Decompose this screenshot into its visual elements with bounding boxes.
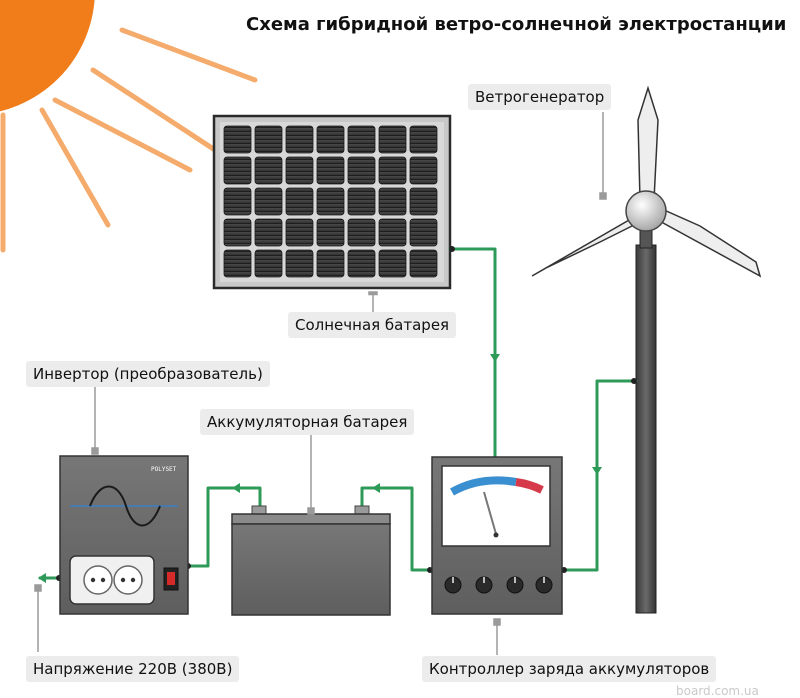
solar-cell	[316, 249, 345, 278]
solar-cell	[223, 156, 252, 185]
solar-cell	[254, 125, 283, 154]
solar-cell	[409, 125, 438, 154]
inverter: POLYSET	[59, 455, 189, 615]
solar-cell	[347, 218, 376, 247]
sun-icon	[0, 0, 258, 253]
solar-cell	[347, 125, 376, 154]
charge-controller-label: Контроллер заряда аккумуляторов	[422, 656, 717, 682]
solar-cell	[254, 218, 283, 247]
solar-cell	[285, 187, 314, 216]
solar-cell	[347, 156, 376, 185]
output-voltage-label: Напряжение 220В (380В)	[26, 656, 240, 682]
solar-cell	[409, 218, 438, 247]
battery	[231, 505, 391, 616]
power-socket-icon	[113, 565, 143, 595]
solar-cell	[316, 218, 345, 247]
inverter-brand: POLYSET	[151, 466, 177, 473]
solar-cell	[254, 187, 283, 216]
solar-cell	[378, 187, 407, 216]
solar-cell	[285, 125, 314, 154]
solar-cell	[378, 249, 407, 278]
solar-cell	[409, 187, 438, 216]
solar-cell	[347, 187, 376, 216]
solar-cell	[378, 125, 407, 154]
solar-panel	[212, 114, 452, 290]
solar-cell	[223, 218, 252, 247]
solar-cell	[378, 156, 407, 185]
charge-controller	[431, 456, 563, 615]
inverter-label: Инвертор (преобразователь)	[26, 361, 270, 387]
solar-cell	[316, 156, 345, 185]
solar-cell	[285, 218, 314, 247]
power-socket-icon	[83, 565, 113, 595]
solar-cell	[223, 187, 252, 216]
battery-label: Аккумуляторная батарея	[200, 409, 415, 435]
solar-cell	[254, 249, 283, 278]
solar-cell	[316, 187, 345, 216]
solar-cell	[316, 125, 345, 154]
solar-panel-label: Солнечная батарея	[288, 312, 457, 338]
solar-cell	[285, 249, 314, 278]
solar-cell	[409, 156, 438, 185]
solar-cell	[347, 249, 376, 278]
solar-cell	[254, 156, 283, 185]
solar-cell	[223, 249, 252, 278]
solar-cell	[223, 125, 252, 154]
solar-cell	[409, 249, 438, 278]
wind-turbine	[531, 85, 762, 614]
watermark: board.com.ua	[676, 684, 759, 698]
wind-generator-label: Ветрогенератор	[468, 84, 612, 110]
solar-cell	[285, 156, 314, 185]
solar-cell	[378, 218, 407, 247]
diagram-title: Схема гибридной ветро-солнечной электрос…	[246, 14, 787, 35]
